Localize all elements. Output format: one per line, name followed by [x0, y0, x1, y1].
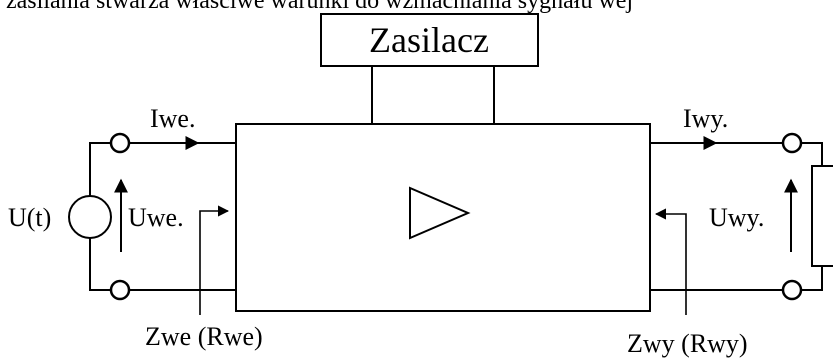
output-impedance-pointer	[654, 208, 687, 315]
input-voltage-label: Uwe.	[128, 203, 184, 232]
power-supply-box	[320, 13, 539, 67]
output-impedance-label: Zwy (Rwy)	[627, 329, 748, 358]
input-current-label: Iwe.	[150, 104, 195, 133]
source-wire	[89, 142, 110, 291]
top-caption-text: zasilania stwarza właściwe warunki do wz…	[6, 0, 633, 14]
load-wire	[801, 142, 823, 291]
voltage-source-icon	[68, 195, 112, 239]
amplifier-triangle-icon	[409, 186, 471, 240]
amplifier-block	[235, 123, 651, 312]
input-terminal-top	[109, 132, 131, 154]
output-current-label: Iwy.	[683, 104, 728, 133]
power-supply-label: Zasilacz	[369, 20, 489, 60]
input-impedance-pointer	[199, 205, 230, 315]
load-resistor	[811, 165, 833, 267]
output-terminal-bottom	[781, 279, 803, 301]
input-impedance-label: Zwe (Rwe)	[145, 322, 263, 351]
output-terminal-top	[781, 132, 803, 154]
input-terminal-bottom	[109, 279, 131, 301]
source-label: U(t)	[8, 203, 51, 232]
output-voltage-label: Uwy.	[709, 203, 764, 232]
